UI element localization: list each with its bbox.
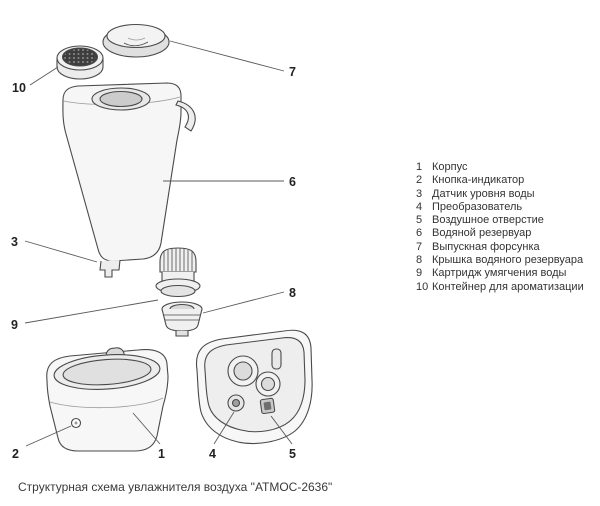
legend-item-number: 3	[416, 187, 423, 200]
callout-line-4	[213, 411, 235, 445]
legend-item: 5 Воздушное отверстие	[416, 214, 584, 227]
legend-item-number: 5	[416, 214, 423, 227]
callout-line-7	[169, 40, 285, 72]
water-tank-drawing	[62, 82, 196, 278]
outlet-nozzle-drawing	[102, 23, 170, 58]
legend-item-number: 9	[416, 267, 423, 280]
legend-item-label: Крышка водяного резервуара	[432, 254, 584, 267]
legend-item-label: Воздушное отверстие	[432, 214, 544, 227]
softening-cartridge-drawing	[155, 247, 201, 298]
callout-9: 9	[11, 318, 18, 332]
legend-item: 6 Водяной резервуар	[416, 227, 584, 240]
legend-item-number: 7	[416, 240, 423, 253]
legend-item-number: 4	[416, 200, 423, 213]
callout-line-2	[25, 425, 72, 447]
aroma-container-drawing	[56, 45, 104, 80]
callout-7: 7	[289, 65, 296, 79]
legend-item-label: Датчик уровня воды	[432, 187, 535, 200]
legend-item: 7 Выпускная форсунка	[416, 241, 584, 254]
legend-item-number: 10	[416, 280, 429, 293]
callout-4: 4	[209, 447, 216, 461]
legend-item: 1 Корпус	[416, 161, 584, 174]
legend-item-label: Корпус	[432, 161, 468, 173]
callout-line-1	[132, 412, 161, 445]
callout-numbers: 10 7 6 3 9 8 1 2 4 5	[11, 65, 296, 461]
legend-item-label: Контейнер для ароматизации	[432, 280, 584, 293]
callout-6: 6	[289, 175, 296, 189]
legend-item-number: 8	[416, 254, 423, 267]
legend-item-number: 2	[416, 174, 423, 187]
legend-item-label: Преобразователь	[432, 200, 523, 213]
callout-10: 10	[12, 81, 26, 95]
legend-item-label: Кнопка-индикатор	[432, 174, 525, 187]
transducer-drawing	[227, 394, 245, 412]
callout-1: 1	[158, 447, 165, 461]
callout-2: 2	[12, 447, 19, 461]
legend-item: 2 Кнопка-индикатор	[416, 174, 584, 187]
legend-item-label: Водяной резервуар	[432, 227, 532, 240]
callout-8: 8	[289, 286, 296, 300]
water-level-valve-drawing	[99, 259, 121, 278]
callout-lines	[24, 40, 293, 447]
legend-item-label: Выпускная форсунка	[432, 240, 540, 253]
callout-line-10	[29, 66, 59, 86]
legend: 1 Корпус 2 Кнопка-индикатор 3 Датчик уро…	[416, 161, 584, 294]
legend-item: 4 Преобразователь	[416, 201, 584, 214]
legend-item-label: Картридж умягчения воды	[432, 267, 567, 280]
callout-line-8	[202, 291, 285, 314]
legend-item: 10 Контейнер для ароматизации	[416, 281, 584, 294]
diagram-svg: 10 7 6 3 9 8 1 2 4 5	[11, 23, 313, 461]
callout-line-9	[24, 299, 159, 324]
indicator-button-dot	[74, 421, 78, 425]
tank-lid-drawing	[161, 301, 203, 337]
callout-5: 5	[289, 447, 296, 461]
legend-item-number: 6	[416, 227, 423, 240]
legend-item-number: 1	[416, 161, 423, 173]
legend-item: 3 Датчик уровня воды	[416, 188, 584, 201]
legend-item: 9 Картридж умягчения воды	[416, 267, 584, 280]
callout-line-5	[270, 415, 293, 445]
callout-line-3	[24, 240, 98, 263]
diagram-caption: Структурная схема увлажнителя воздуха "А…	[18, 480, 333, 494]
callout-3: 3	[11, 235, 18, 249]
legend-item: 8 Крышка водяного резервуара	[416, 254, 584, 267]
base-inner-drawing	[195, 329, 313, 445]
air-hole-drawing	[259, 397, 276, 415]
base-post	[271, 348, 282, 370]
body-drawing	[46, 347, 169, 452]
tank-handle	[175, 100, 196, 132]
aroma-mesh	[64, 49, 96, 65]
